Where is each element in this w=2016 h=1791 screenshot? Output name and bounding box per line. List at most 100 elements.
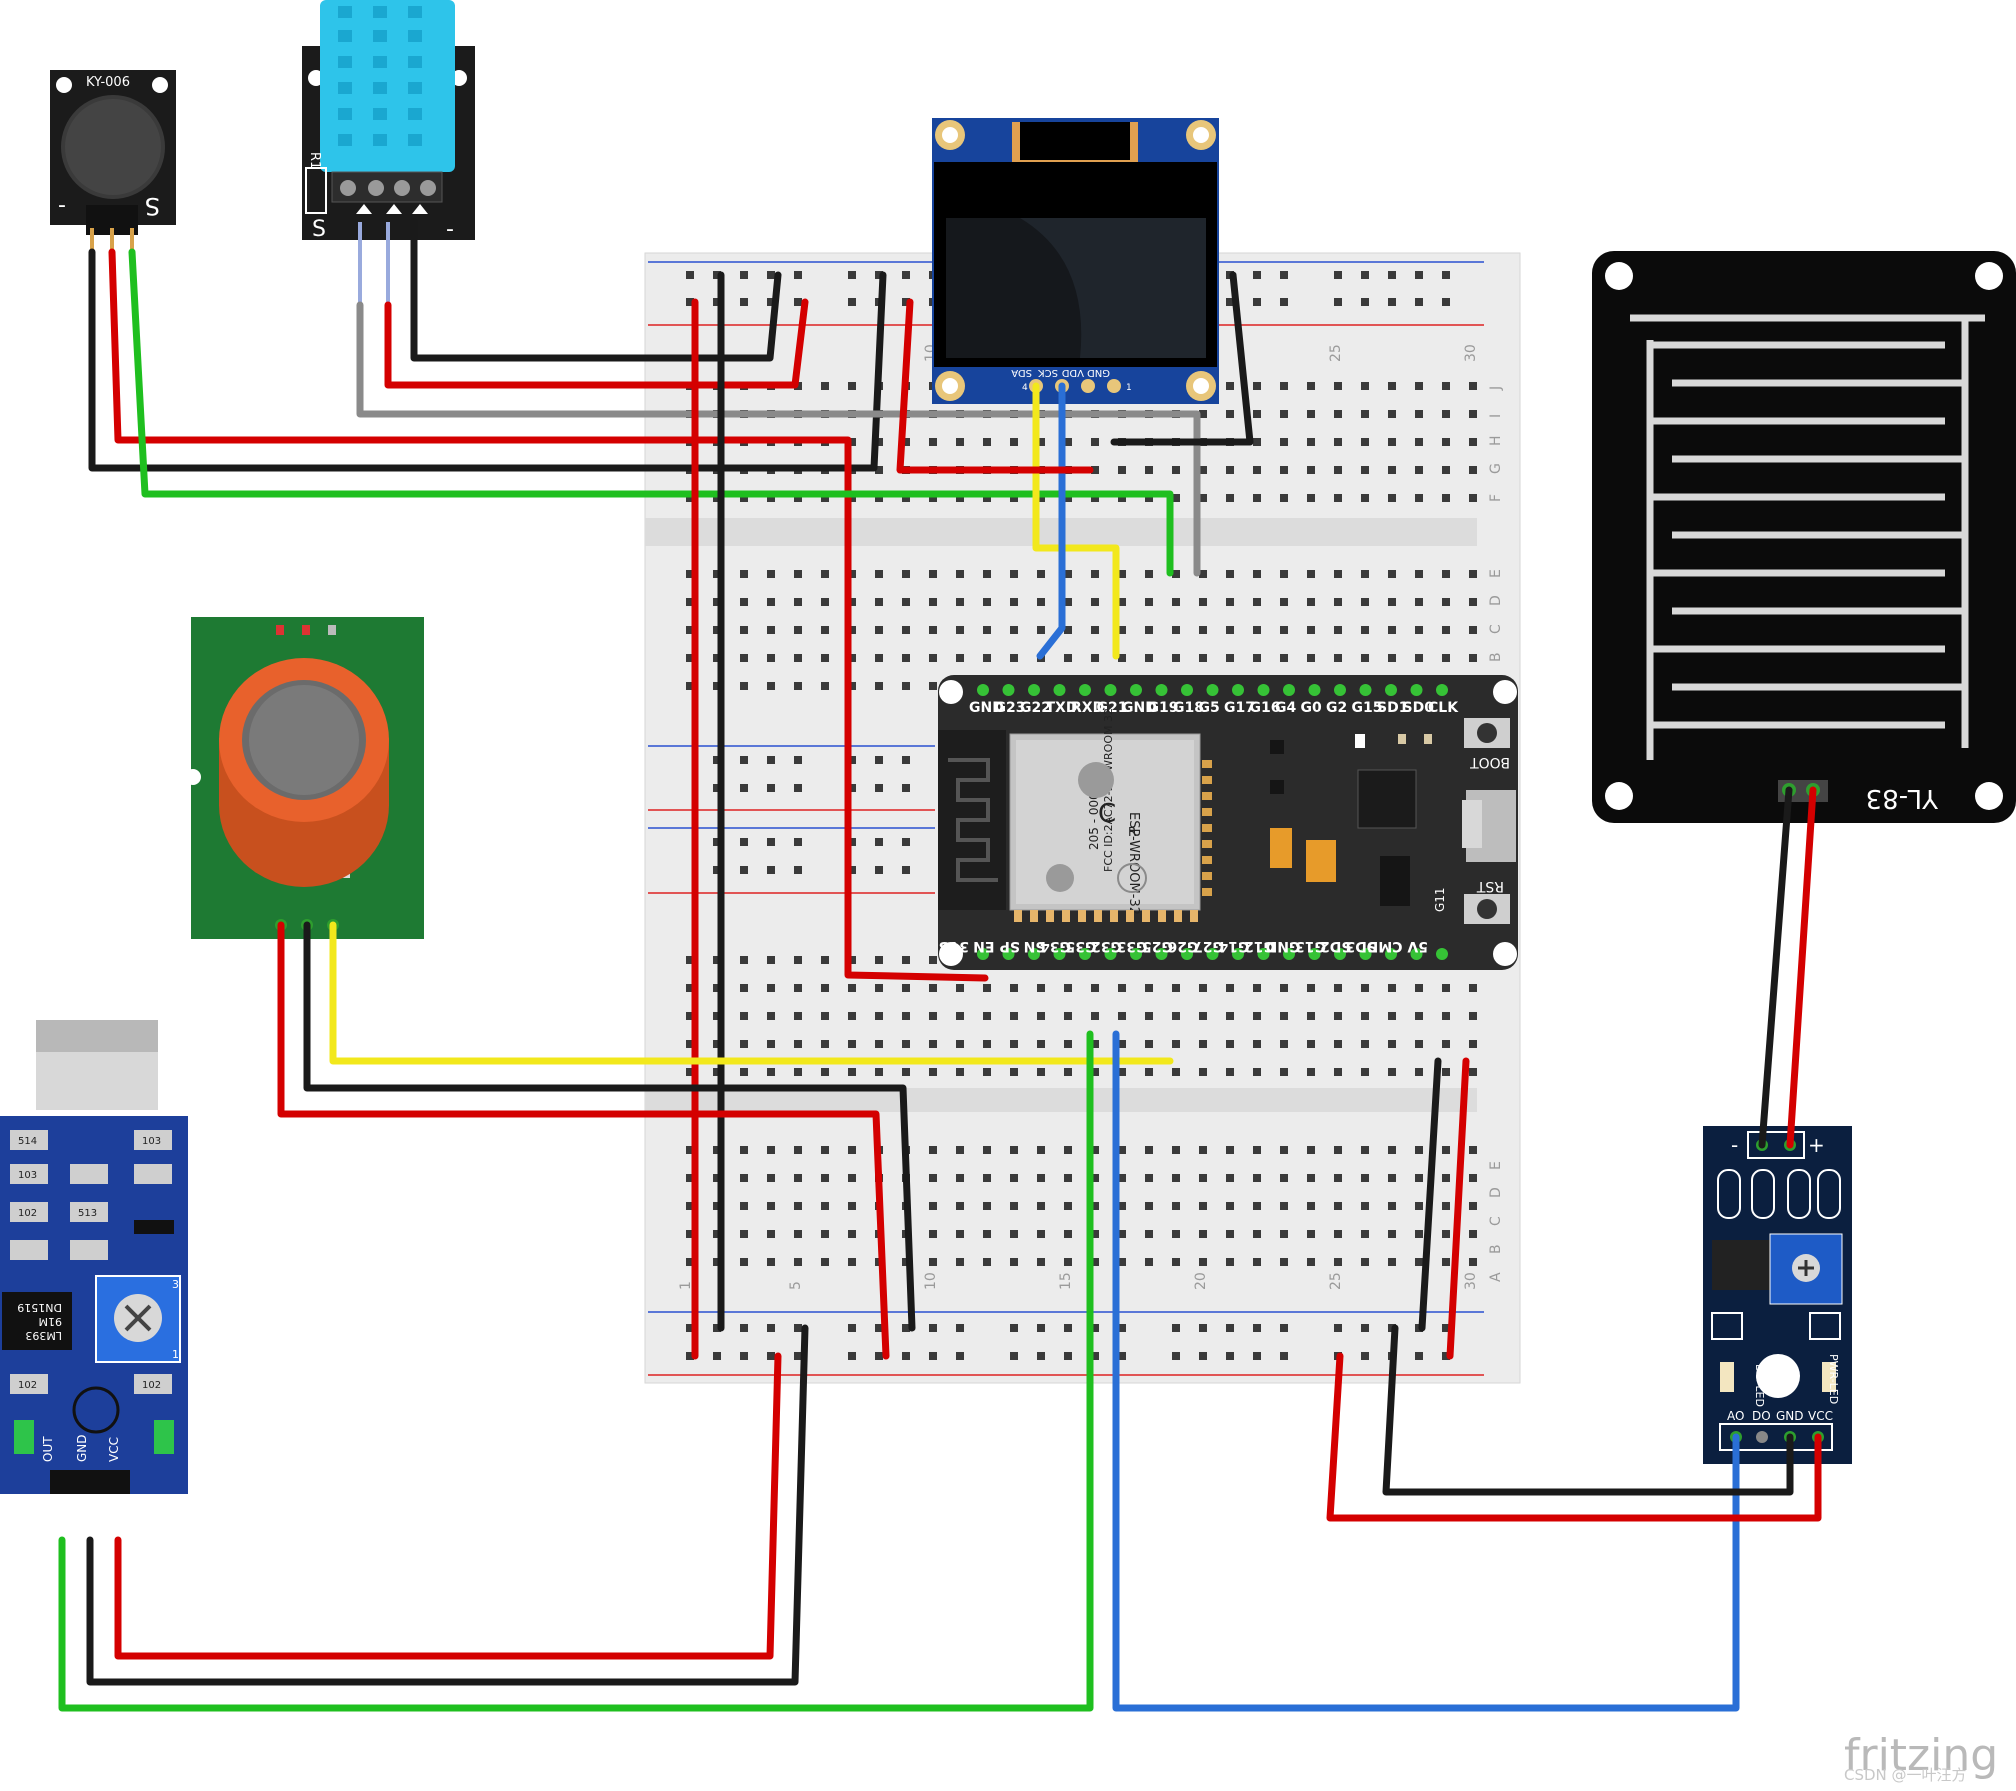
bb-hole	[1280, 654, 1288, 662]
bb-hole	[1172, 598, 1180, 606]
dht-pin-s: S	[312, 217, 326, 242]
bb-hole	[1226, 382, 1234, 390]
bb-hole	[1415, 654, 1423, 662]
bb-hole	[1253, 271, 1261, 279]
bb-hole	[848, 1068, 856, 1076]
bb-row-c: C	[1488, 624, 1504, 634]
bb-hole	[1172, 570, 1180, 578]
wire-buzzer-gnd	[88, 248, 887, 472]
bb-hole	[1388, 598, 1396, 606]
bb-hole	[1307, 466, 1315, 474]
esp32-top-pin-label: TXD	[1046, 700, 1078, 716]
bb-hole	[1064, 984, 1072, 992]
bb-hole	[1469, 1230, 1477, 1238]
bb-hole	[1361, 1230, 1369, 1238]
bb-hole	[1253, 1352, 1261, 1360]
bb-hole	[848, 956, 856, 964]
rain-sensor-module: - + DO-LED PWR-LED AO DO GND VCC	[1703, 1126, 1852, 1464]
bb-hole	[686, 1352, 694, 1360]
bb-hole	[740, 1230, 748, 1238]
esp32-top-pin-label: G18	[1173, 700, 1204, 716]
bb-hole	[1226, 1352, 1234, 1360]
bb-hole	[1091, 1068, 1099, 1076]
bb-hole	[1415, 984, 1423, 992]
bb-hole	[794, 271, 802, 279]
bb-hole	[1118, 1146, 1126, 1154]
bb-hole	[848, 494, 856, 502]
bb-row-d2: D	[1488, 1187, 1504, 1198]
bb-hole	[1037, 1040, 1045, 1048]
bb-hole	[1307, 410, 1315, 418]
bb-hole	[1226, 1324, 1234, 1332]
bb-hole	[1226, 410, 1234, 418]
bb-hole	[875, 838, 883, 846]
bb-hole	[1388, 466, 1396, 474]
bb-hole	[1442, 438, 1450, 446]
bb-hole	[1010, 1324, 1018, 1332]
bb-hole	[902, 838, 910, 846]
bb-hole	[1442, 654, 1450, 662]
bb-hole	[1388, 271, 1396, 279]
wires	[58, 218, 1822, 1712]
bb-hole	[902, 682, 910, 690]
bb-hole	[767, 271, 775, 279]
bb-hole	[821, 1230, 829, 1238]
bb-hole	[1469, 1174, 1477, 1182]
bb-hole	[713, 1174, 721, 1182]
bb-hole	[1388, 570, 1396, 578]
bb-hole	[1253, 598, 1261, 606]
bb-hole	[1361, 298, 1369, 306]
bb-hole	[848, 984, 856, 992]
bb-col-15: 15	[1058, 1272, 1074, 1290]
bb-hole	[929, 682, 937, 690]
esp32-top-pin	[1359, 684, 1372, 696]
bb-hole	[1037, 1324, 1045, 1332]
bb-hole	[956, 1068, 964, 1076]
bb-hole	[902, 956, 910, 964]
bb-hole	[1199, 984, 1207, 992]
bb-hole	[713, 626, 721, 634]
wire-oled-gnd	[1110, 271, 1254, 446]
bb-hole	[902, 866, 910, 874]
bb-hole	[1415, 570, 1423, 578]
bb-hole	[1442, 271, 1450, 279]
bb-hole	[956, 1230, 964, 1238]
bb-hole	[1064, 1012, 1072, 1020]
sound-pot-pin-1: 1	[172, 1348, 179, 1361]
bb-hole	[1145, 1012, 1153, 1020]
bb-hole	[1280, 1012, 1288, 1020]
bb-col-25: 25	[1328, 1272, 1344, 1290]
bb-hole	[1334, 1146, 1342, 1154]
bb-hole	[875, 1040, 883, 1048]
bb-hole	[767, 1202, 775, 1210]
bb-col-5: 5	[788, 1281, 804, 1290]
bb-hole	[1199, 1352, 1207, 1360]
esp32-bottom-pin	[977, 948, 989, 960]
esp32-bottom-pin-label: G34	[1040, 938, 1071, 954]
rain-mod-pwr-led: PWR-LED	[1827, 1354, 1840, 1404]
bb-hole	[902, 298, 910, 306]
bb-hole	[794, 626, 802, 634]
bb-hole	[1442, 570, 1450, 578]
bb-row-j: J	[1488, 386, 1504, 391]
bb-hole	[794, 1068, 802, 1076]
bb-hole	[1037, 1146, 1045, 1154]
bb-hole	[1064, 654, 1072, 662]
bb-row-i: I	[1488, 414, 1504, 418]
bb-hole	[848, 438, 856, 446]
bb-hole	[1091, 1202, 1099, 1210]
wire-rain-vcc	[1326, 1352, 1822, 1522]
bb-hole	[1469, 466, 1477, 474]
bb-hole	[1469, 570, 1477, 578]
wire-rain-ao	[1112, 1030, 1740, 1712]
bb-hole	[1280, 1202, 1288, 1210]
bb-hole	[1091, 654, 1099, 662]
esp32-top-pin	[1028, 684, 1040, 696]
sound-pin-gnd: GND	[75, 1434, 89, 1462]
bb-hole	[821, 1012, 829, 1020]
bb-hole	[1226, 1258, 1234, 1266]
bb-hole	[875, 494, 883, 502]
wire-sound-vcc	[114, 1352, 782, 1660]
bb-hole	[1145, 1174, 1153, 1182]
